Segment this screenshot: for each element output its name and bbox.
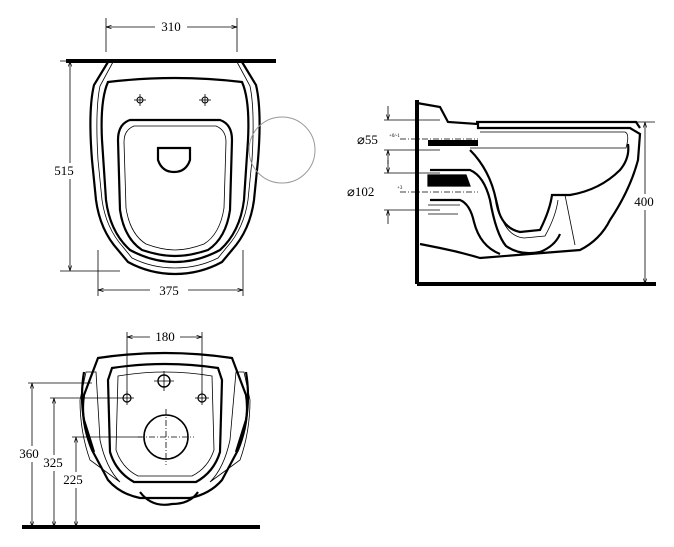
dim-rear-height-bolts: 325	[43, 455, 63, 470]
dim-pipe-small-tolerance: +0/-1	[389, 134, 400, 139]
top-view: 310 515 375	[48, 18, 316, 298]
dim-side-height: 400	[634, 194, 654, 209]
top-view-fixing-hole-right	[199, 94, 211, 106]
side-view-inlet-bar	[428, 140, 478, 146]
top-view-bowl-outline	[89, 61, 261, 276]
dim-pipe-large: ⌀102	[347, 184, 374, 199]
side-view-bowl-body	[416, 101, 642, 260]
dim-top-bottom-width: 375	[159, 283, 179, 298]
top-view-fixing-hole-left	[134, 94, 146, 106]
dim-pipe-large-tolerance: +3	[397, 186, 403, 191]
dim-rear-height-outlet: 225	[63, 472, 83, 487]
rear-view-outlet	[138, 409, 194, 465]
dim-rear-height-total: 360	[19, 446, 39, 461]
top-view-side-circle	[248, 116, 316, 184]
rear-view: 180 360 325 225	[14, 329, 260, 529]
dim-top-width: 310	[161, 19, 181, 34]
rear-view-bolt-top	[154, 371, 174, 391]
rear-view-body-outline	[81, 351, 249, 500]
side-view: ⌀55 +0/-1 ⌀102 +3 400	[347, 100, 659, 286]
dim-top-height: 515	[54, 163, 74, 178]
dim-bolt-spacing: 180	[155, 329, 175, 344]
dim-pipe-small: ⌀55	[357, 132, 378, 147]
